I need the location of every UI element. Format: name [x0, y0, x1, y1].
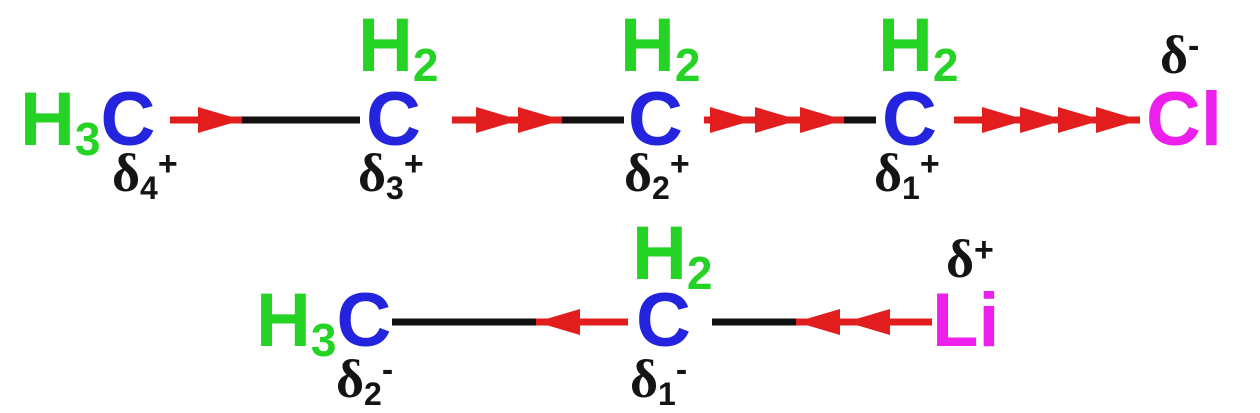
delta-charge: + [669, 145, 690, 183]
bond-arrow-c4-c3 [170, 102, 360, 138]
hydrogen-count-subscript: 3 [310, 314, 337, 366]
delta-minus-label-cl: δ- [1160, 28, 1199, 82]
chlorine-atom: Cl [1146, 77, 1222, 162]
carbon-atom-c1-bottom: C [636, 278, 691, 363]
arrowhead-icon [536, 309, 580, 335]
hydrogen-symbol: H [620, 3, 675, 88]
arrowhead-icon [982, 107, 1026, 133]
hydrogen-symbol: H [358, 3, 413, 88]
polarization-arrow-right [704, 107, 876, 133]
arrowhead-icon [1096, 107, 1140, 133]
arrowhead-icon [198, 107, 242, 133]
arrowhead-icon [476, 107, 520, 133]
arrowhead-icon [1058, 107, 1102, 133]
delta-symbol: δ [946, 229, 975, 289]
delta1-plus-label: δ1+ [874, 143, 940, 204]
methyl-group-c2: H3C [256, 283, 391, 364]
bond-arrow-c1-cl [954, 102, 1140, 138]
polarization-arrow-left [392, 309, 628, 335]
arrowhead-icon [518, 107, 562, 133]
polarization-arrow-right [452, 107, 624, 133]
delta-symbol: δ [630, 349, 659, 409]
delta-subscript: 4 [140, 170, 158, 206]
hydrogen-count-subscript: 3 [74, 113, 101, 165]
delta-charge: - [675, 351, 688, 389]
delta-charge: + [403, 145, 424, 183]
hydrogen-count-subscript: 2 [412, 39, 439, 91]
carbon-atom-c2: C [628, 77, 683, 162]
delta-symbol: δ [624, 143, 653, 203]
delta-charge: + [974, 231, 994, 269]
delta-symbol: δ [874, 143, 903, 203]
hydrogen-count-subscript: 2 [686, 247, 713, 299]
delta-subscript: 1 [658, 376, 676, 412]
carbon-atom-c1: C [882, 77, 937, 162]
hydrogen-count-subscript: 2 [932, 39, 959, 91]
h2-label-c2: H2 [620, 8, 700, 89]
delta-subscript: 2 [364, 376, 382, 412]
h2-label-c1: H2 [878, 8, 958, 89]
delta4-plus-label: δ4+ [112, 143, 178, 204]
delta-charge: - [1188, 27, 1200, 65]
hydrogen-symbol: H [878, 3, 933, 88]
polarization-arrow-right [170, 107, 360, 133]
arrowhead-icon [846, 309, 890, 335]
lithium-atom: Li [932, 278, 1000, 363]
bond-arrow-c1-li [712, 304, 932, 340]
delta-symbol: δ [112, 143, 141, 203]
delta1-minus-label: δ1- [630, 349, 688, 410]
polarization-arrow-right [954, 107, 1140, 133]
hydrogen-count-subscript: 2 [674, 39, 701, 91]
hydrogen-symbol: H [256, 278, 311, 363]
delta-subscript: 1 [902, 170, 920, 206]
carbon-symbol: C [100, 77, 156, 162]
delta2-minus-label: δ2- [336, 349, 394, 410]
carbon-symbol: C [336, 278, 392, 363]
delta-symbol: δ [336, 349, 365, 409]
arrowhead-icon [796, 309, 840, 335]
arrowhead-icon [800, 107, 844, 133]
delta3-plus-label: δ3+ [358, 143, 424, 204]
bond-arrow-c3-c2 [452, 102, 624, 138]
delta-subscript: 3 [386, 170, 404, 206]
delta2-plus-label: δ2+ [624, 143, 690, 204]
arrowhead-icon [1020, 107, 1064, 133]
polarization-arrow-left [712, 309, 932, 335]
bond-arrow-c2-c1-bottom [392, 304, 628, 340]
methyl-group-c4: H3C [20, 82, 155, 163]
delta-charge: - [381, 351, 394, 389]
arrowhead-icon [710, 107, 754, 133]
bond-arrow-c2-c1 [704, 102, 876, 138]
delta-charge: + [919, 145, 940, 183]
hydrogen-symbol: H [20, 77, 75, 162]
arrowhead-icon [755, 107, 799, 133]
delta-symbol: δ [1160, 25, 1189, 85]
carbon-atom-c3: C [366, 77, 421, 162]
delta-charge: + [157, 145, 178, 183]
delta-symbol: δ [358, 143, 387, 203]
h2-label-c3: H2 [358, 8, 438, 89]
hydrogen-symbol: H [632, 211, 687, 296]
h2-label-c1-bottom: H2 [632, 216, 712, 297]
delta-plus-label-li: δ+ [946, 232, 994, 286]
delta-subscript: 2 [652, 170, 670, 206]
